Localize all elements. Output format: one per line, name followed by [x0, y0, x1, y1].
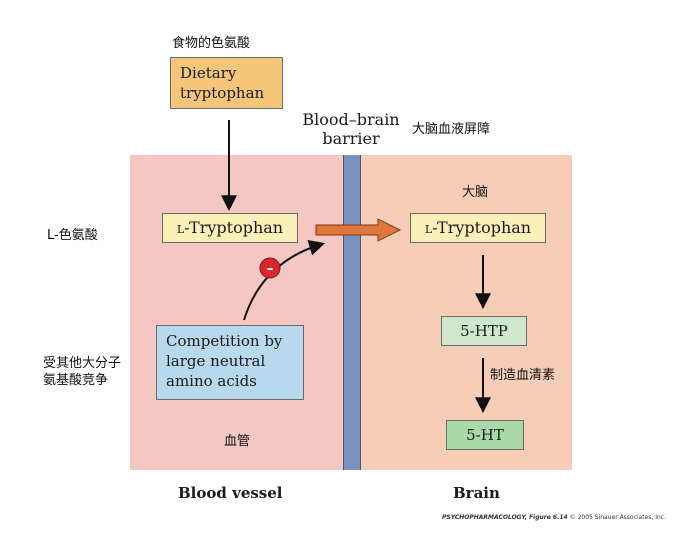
barrier-title: Blood–brain barrier — [296, 110, 406, 148]
tryptophan-text: -Tryptophan — [432, 218, 532, 237]
dietary-line2: tryptophan — [180, 84, 265, 102]
l-prefix: L — [424, 223, 433, 236]
tryptophan-text: -Tryptophan — [184, 218, 284, 237]
barrier-title-line2: barrier — [322, 129, 380, 148]
credit-source: PSYCHOPHARMACOLOGY, Figure 6.14 — [441, 514, 568, 521]
arrow-competition-curve — [243, 240, 326, 321]
inhibition-circle — [259, 257, 281, 279]
serotonin-box: 5-HT — [446, 420, 524, 450]
figure-credit: PSYCHOPHARMACOLOGY, Figure 6.14 © 2005 S… — [442, 514, 666, 521]
competition-chinese-label: 受其他大分子氨基酸竞争 — [43, 356, 122, 388]
l-tryptophan-chinese-label: L-色氨酸 — [47, 228, 98, 243]
blood-vessel-chinese-label: 血管 — [224, 434, 251, 449]
htp-box: 5-HTP — [441, 316, 527, 346]
credit-copyright: © 2005 Sinauer Associates, Inc. — [569, 514, 666, 521]
l-tryptophan-blood-box: L-Tryptophan — [162, 213, 298, 243]
barrier-chinese-label: 大脑血液屏障 — [412, 122, 491, 137]
brain-region — [361, 155, 572, 470]
blood-vessel-label: Blood vessel — [178, 484, 283, 502]
brain-chinese-label: 大脑 — [462, 185, 489, 200]
barrier-title-line1: Blood–brain — [302, 110, 400, 129]
competition-line2: large neutral — [166, 352, 266, 370]
brain-label: Brain — [453, 484, 500, 502]
l-prefix: L — [176, 223, 185, 236]
inhibition-symbol: – — [267, 261, 274, 277]
competition-line3: amino acids — [166, 372, 257, 390]
transport-arrow — [315, 218, 402, 242]
produce-serotonin-chinese-label: 制造血清素 — [490, 368, 556, 383]
competition-line1: Competition by — [166, 332, 283, 350]
dietary-line1: Dietary — [180, 64, 237, 82]
dietary-tryptophan-box: Dietary tryptophan — [170, 57, 283, 109]
competition-box: Competition by large neutral amino acids — [156, 325, 304, 400]
l-tryptophan-brain-box: L-Tryptophan — [410, 213, 546, 243]
dietary-tryptophan-chinese-label: 食物的色氨酸 — [172, 36, 251, 51]
